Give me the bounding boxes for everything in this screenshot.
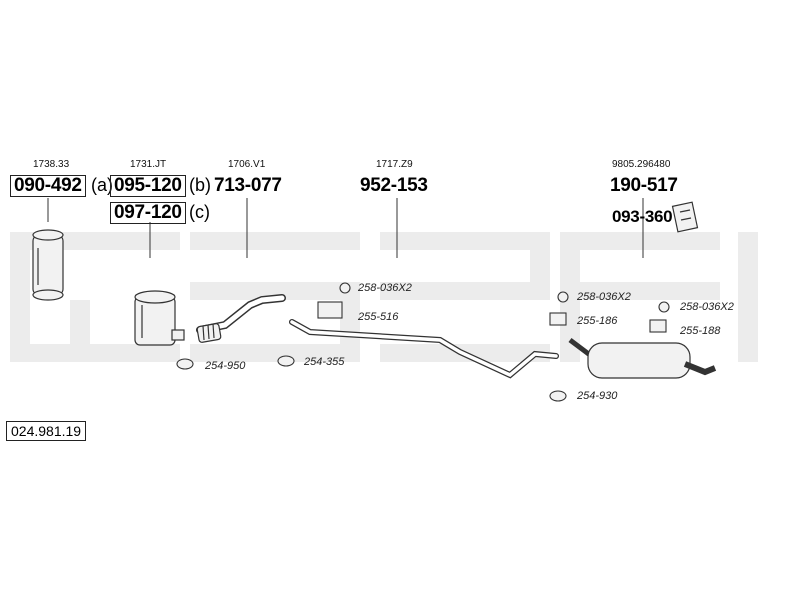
label-258-036x2-r2: 258-036X2 xyxy=(680,301,734,313)
rear-silencer-icon xyxy=(568,338,717,379)
ref-9805: 9805.296480 xyxy=(612,159,671,170)
rubber-mount-icon xyxy=(317,282,670,333)
part-093-360: 093-360 xyxy=(612,207,673,226)
mount-bracket-icon xyxy=(671,201,699,233)
label-254-355: 254-355 xyxy=(304,356,345,368)
part-952-153: 952-153 xyxy=(360,175,428,196)
label-255-516: 255-516 xyxy=(358,311,399,323)
ref-1706: 1706.V1 xyxy=(228,159,266,170)
watermark-logo xyxy=(10,232,758,362)
clamp-icon xyxy=(176,355,567,402)
label-255-186: 255-186 xyxy=(577,315,618,327)
flex-pipe-icon xyxy=(196,294,286,343)
part-095-120: 095-120 xyxy=(110,175,186,197)
suffix-c: (c) xyxy=(189,202,210,222)
ref-1738: 1738.33 xyxy=(33,159,70,170)
suffix-a: (a) xyxy=(91,175,113,195)
label-258-036x2-mid: 258-036X2 xyxy=(358,282,412,294)
label-254-930: 254-930 xyxy=(577,390,618,402)
ref-1731: 1731.JT xyxy=(130,159,167,170)
label-254-950: 254-950 xyxy=(205,360,246,372)
particulate-filter-icon xyxy=(134,290,185,346)
suffix-b: (b) xyxy=(189,175,211,195)
catalytic-converter-icon xyxy=(32,229,64,301)
part-190-517: 190-517 xyxy=(610,175,678,196)
part-090-492: 090-492 xyxy=(10,175,86,197)
label-255-188: 255-188 xyxy=(680,325,721,337)
leader-lines xyxy=(47,198,644,258)
ref-1717: 1717.Z9 xyxy=(376,159,413,170)
part-097-120: 097-120 xyxy=(110,202,186,224)
label-258-036x2-r1: 258-036X2 xyxy=(577,291,631,303)
middle-pipe-icon xyxy=(289,319,559,379)
part-713-077: 713-077 xyxy=(214,175,282,196)
diagram-number: 024.981.19 xyxy=(6,421,87,441)
